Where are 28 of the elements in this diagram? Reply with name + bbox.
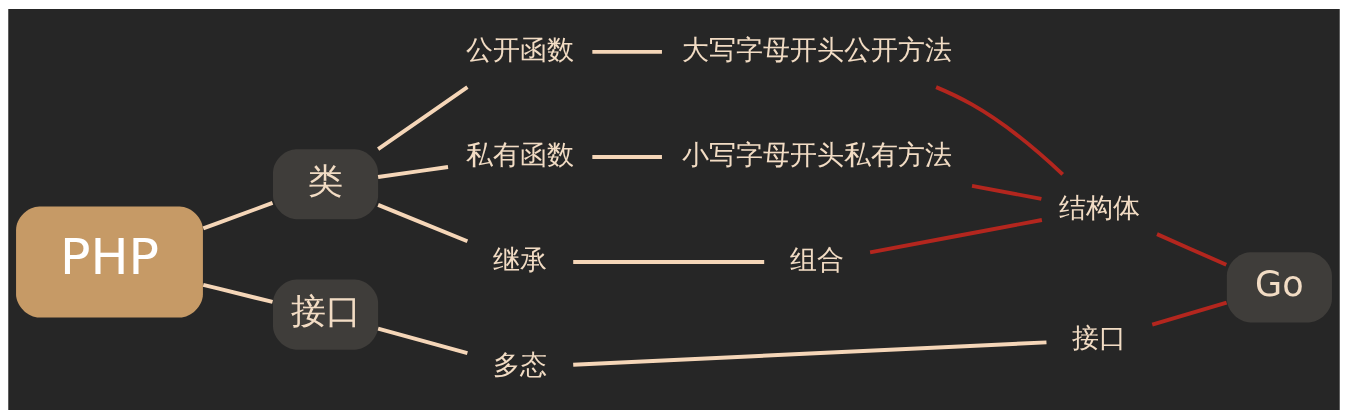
connector xyxy=(935,84,1064,176)
connector xyxy=(869,217,1043,254)
node-text: 大写字母开头公开方法 xyxy=(682,33,953,65)
connector xyxy=(1156,231,1228,267)
node-box: 类 xyxy=(273,148,379,219)
connector xyxy=(971,183,1042,201)
node-text: 多态 xyxy=(493,348,548,380)
connector xyxy=(377,326,468,355)
connector xyxy=(573,339,1047,367)
connector xyxy=(1151,300,1228,327)
node-text: 小写字母开头私有方法 xyxy=(682,138,953,170)
connector xyxy=(573,259,765,264)
connector xyxy=(377,202,469,243)
connector xyxy=(377,164,449,179)
node-text: 组合 xyxy=(790,243,845,275)
connector xyxy=(202,200,274,230)
node-box: PHP xyxy=(16,206,203,318)
node-box: Go xyxy=(1226,251,1332,322)
node-text: 私有函数 xyxy=(466,138,575,170)
node-text: 接口 xyxy=(1072,321,1127,353)
connector xyxy=(592,49,662,54)
connector xyxy=(377,85,469,151)
node-text: 公开函数 xyxy=(466,33,575,65)
connector xyxy=(592,154,662,159)
node-box: 接口 xyxy=(273,279,379,350)
node-text: 结构体 xyxy=(1058,191,1140,223)
node-text: 继承 xyxy=(493,243,548,275)
connector xyxy=(202,282,273,304)
